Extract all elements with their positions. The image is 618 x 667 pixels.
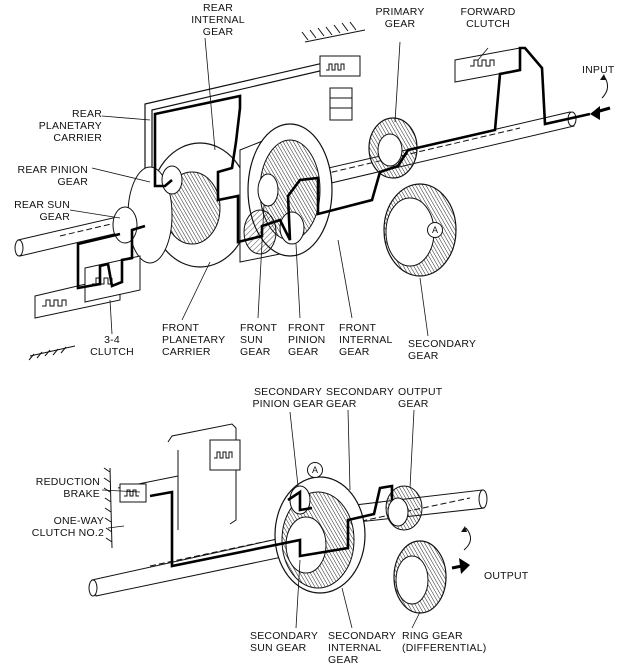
output-rotation-arrow — [463, 527, 471, 551]
front-pinion — [279, 211, 305, 245]
upper-power-flow — [153, 46, 591, 244]
output-arrow — [451, 526, 471, 574]
label-output: OUTPUT — [484, 570, 529, 582]
front-sun — [257, 173, 279, 207]
marker-a-lower: A — [307, 462, 323, 478]
input-arrow — [590, 74, 611, 120]
label-rear-sun-gear: REAR SUN GEAR — [14, 199, 70, 223]
lower-leader-lines — [101, 409, 421, 629]
label-secondary-internal-gear: SECONDARY INTERNAL GEAR — [328, 630, 397, 666]
upper-shaft-end-left — [14, 239, 24, 257]
lower-left-anchor-hatch — [29, 345, 76, 357]
label-forward-clutch: FORWARD CLUTCH — [460, 6, 516, 30]
marker-a-upper: A — [427, 222, 443, 238]
lower-anchor-hatch — [109, 467, 113, 549]
label-rear-pinion-gear: REAR PINION GEAR — [17, 164, 88, 188]
label-3-4-clutch: 3-4 CLUTCH — [90, 334, 134, 358]
lower-main-shaft — [91, 533, 307, 597]
label-front-internal-gear: FRONT INTERNAL GEAR — [339, 322, 393, 358]
label-front-planetary-carrier: FRONT PLANETARY CARRIER — [162, 322, 226, 358]
rear-sun — [112, 206, 138, 244]
label-rear-planetary-carrier: REAR PLANETARY CARRIER — [38, 108, 102, 144]
label-secondary-gear-upper: SECONDARY GEAR — [408, 338, 477, 362]
label-output-gear: OUTPUT GEAR — [398, 386, 443, 410]
label-secondary-pinion-gear: SECONDARY PINION GEAR — [252, 386, 324, 410]
label-rear-internal-gear: REAR INTERNAL GEAR — [191, 2, 245, 38]
label-primary-gear: PRIMARY GEAR — [375, 6, 425, 30]
label-secondary-sun-gear: SECONDARY SUN GEAR — [250, 630, 319, 654]
label-front-pinion-gear: FRONT PINION GEAR — [288, 322, 326, 358]
label-front-sun-gear: FRONT SUN GEAR — [240, 322, 278, 358]
upper-anchor-hatch — [304, 29, 366, 43]
upper-leader-lines — [69, 37, 489, 337]
label-one-way-clutch-no2: ONE-WAY CLUTCH NO.2 — [31, 515, 104, 539]
lower-power-flow — [149, 484, 394, 568]
upper-assembly — [14, 21, 591, 361]
lower-frame — [167, 423, 237, 525]
label-input: INPUT — [582, 64, 615, 76]
label-ring-gear-differential: RING GEAR (DIFFERENTIAL) — [402, 630, 487, 654]
label-reduction-brake: REDUCTION BRAKE — [35, 476, 100, 500]
label-secondary-gear-lower: SECONDARY GEAR — [326, 386, 395, 410]
forward-clutch-pack — [454, 47, 521, 83]
lower-assembly — [88, 423, 488, 614]
